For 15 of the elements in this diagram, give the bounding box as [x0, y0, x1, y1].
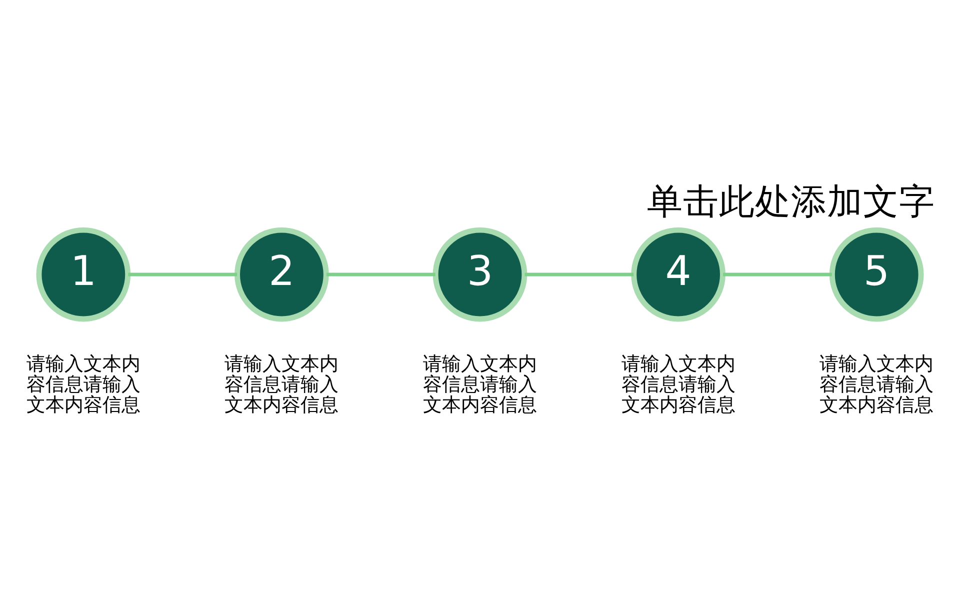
diagram-title: 单击此处添加文字	[647, 180, 936, 222]
node-label: 请输入文本内容信息请输入文本内容信息	[224, 351, 339, 416]
node-circle: 2	[234, 226, 329, 322]
connector	[128, 272, 238, 276]
connector	[326, 272, 436, 276]
node-label: 请输入文本内容信息请输入文本内容信息	[820, 351, 934, 416]
connector	[723, 272, 832, 276]
node-label: 请输入文本内容信息请输入文本内容信息	[621, 351, 736, 416]
node-circle: 3	[432, 226, 528, 322]
node-circle: 4	[631, 226, 726, 322]
connector	[524, 272, 634, 276]
node-label: 请输入文本内容信息请输入文本内容信息	[423, 351, 537, 416]
node-label: 请输入文本内容信息请输入文本内容信息	[26, 351, 140, 416]
node-circle: 1	[36, 226, 131, 322]
node-circle: 5	[829, 226, 924, 322]
